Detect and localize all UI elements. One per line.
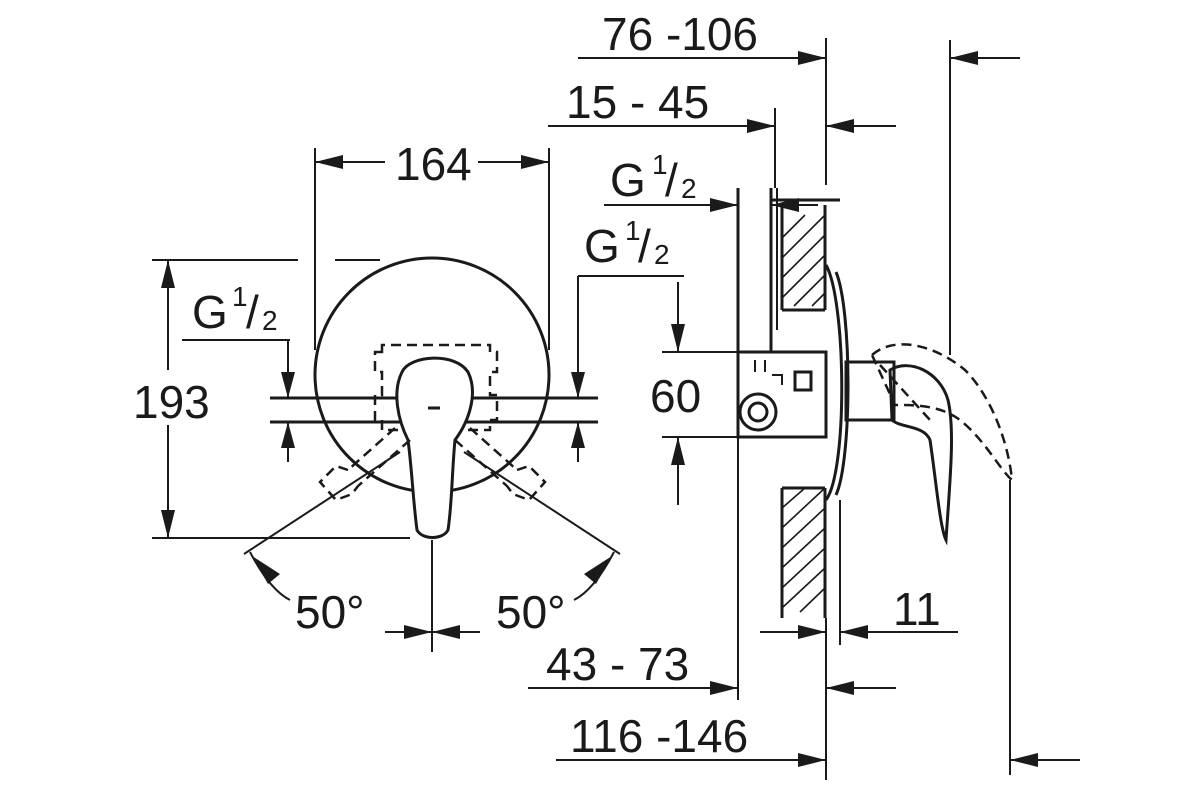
dim-193-label: 193 [133,376,210,428]
svg-text:/: / [665,154,678,206]
hidden-body-outline [373,343,499,432]
svg-text:2: 2 [262,305,278,336]
dim-11-label: 11 [893,583,941,635]
thread-label-side: G 1 / 2 [604,149,818,212]
escutcheon-profile [824,264,844,501]
dimension-15-45: 15 - 45 [548,76,776,188]
dimension-11: 11 [760,500,958,645]
svg-text:1: 1 [625,215,641,246]
dimension-193: 193 [133,259,410,539]
svg-text:76 -106: 76 -106 [602,8,758,60]
wall-hatch-top [781,214,826,307]
lever-handle [395,356,474,539]
angle-dimensions: 50° 50° [249,551,615,639]
dim-164-label: 164 [395,138,472,190]
inlet-port [738,392,778,432]
svg-text:/: / [246,286,259,338]
side-view [736,188,1014,618]
svg-text:2: 2 [681,173,697,204]
svg-text:1: 1 [232,281,248,312]
svg-text:1: 1 [652,149,668,180]
svg-text:/: / [638,220,651,272]
dimension-60: 60 [650,282,738,505]
svg-text:43 - 73: 43 - 73 [546,638,689,690]
dim-60-label: 60 [650,370,701,422]
wall-hatch-bottom [781,487,826,613]
dimension-116-146: 116 -146 [556,480,1080,775]
svg-text:15 - 45: 15 - 45 [566,76,709,128]
dimension-76-106: 76 -106 [578,8,1020,355]
angle-right-label: 50° [496,586,566,638]
svg-text:116 -146: 116 -146 [570,710,748,762]
valve-body [736,350,828,439]
angle-left-label: 50° [295,586,365,638]
lever-alt-position [870,343,1014,483]
lever-side [888,364,953,546]
dimension-43-73: 43 - 73 [528,437,896,780]
svg-text:2: 2 [654,239,670,270]
svg-text:G: G [610,154,646,206]
dimension-164: 164 [314,138,550,350]
svg-text:G: G [192,286,228,338]
thread-label-left: G 1 / 2 [182,281,295,462]
svg-text:G: G [584,220,620,272]
thread-label-right: G 1 / 2 [571,215,684,462]
